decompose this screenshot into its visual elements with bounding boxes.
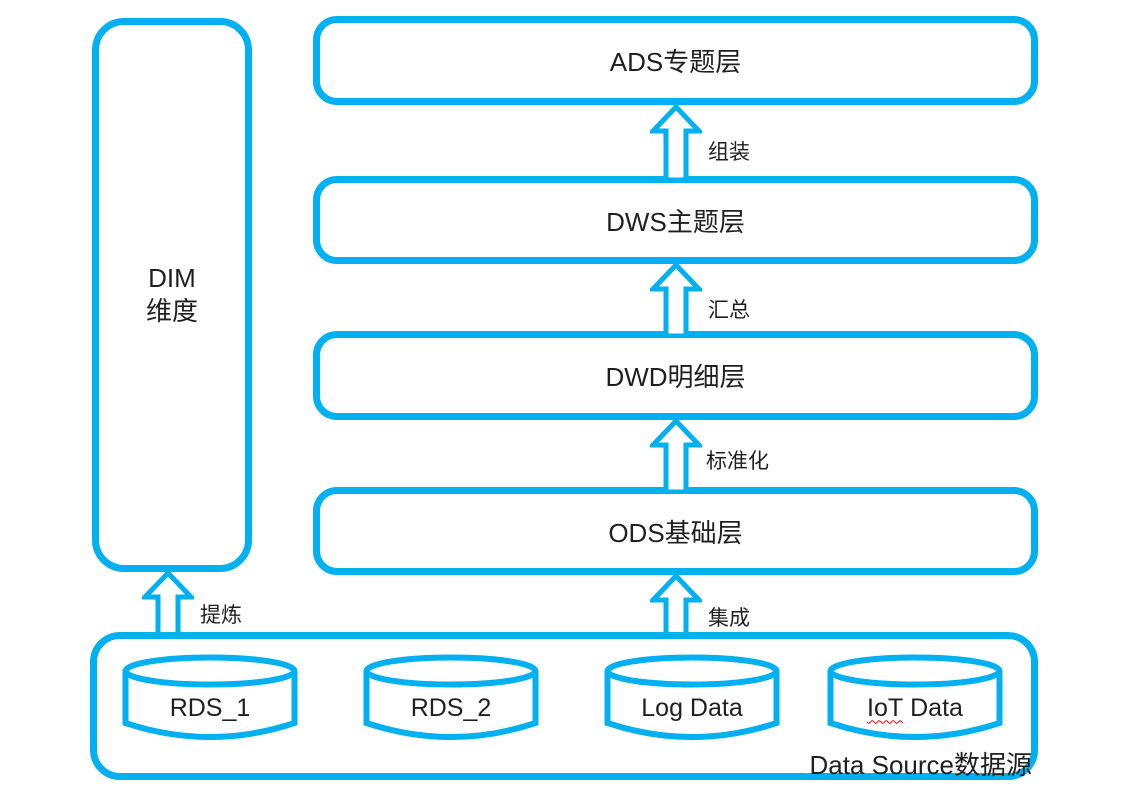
cylinder-rds-2-label: RDS_2 (410, 693, 492, 722)
up-arrow-standardize-icon (650, 418, 702, 492)
layer-box-dwd: DWD明细层 (313, 331, 1038, 420)
layer-box-ods-label: ODS基础层 (608, 517, 743, 548)
layer-box-ads: ADS专题层 (313, 16, 1038, 105)
dim-dimension-box: DIM 维度 (92, 18, 252, 572)
arrow-label-refine: 提炼 (200, 604, 242, 627)
arrow-label-assemble: 组装 (708, 141, 750, 164)
cylinder-rds-2: RDS_2 (363, 654, 539, 742)
up-arrow-integrate-icon (650, 573, 702, 636)
layer-box-dwd-label: DWD明细层 (605, 362, 746, 392)
arrow-label-standardize: 标准化 (706, 450, 769, 473)
layer-box-ads-label: ADS专题层 (609, 47, 742, 77)
layer-box-dws: DWS主题层 (313, 176, 1038, 264)
arrow-label-integrate: 集成 (708, 607, 750, 630)
cylinder-iot-data: IoT Data (827, 654, 1003, 742)
cylinder-iot-data-label-misspelled: IoT (867, 693, 904, 722)
dim-box-label-line2: 维度 (145, 296, 198, 326)
layer-box-dws-label: DWS主题层 (606, 206, 745, 237)
cylinder-log-data-label: Log Data (641, 693, 743, 722)
arrow-label-summarize: 汇总 (708, 299, 750, 322)
cylinder-rds-1-label: RDS_1 (169, 693, 251, 722)
up-arrow-summarize-icon (650, 262, 702, 336)
cylinder-iot-data-label-rest: Data (903, 693, 963, 722)
up-arrow-assemble-icon (650, 104, 702, 180)
dim-box-label-line1: DIM (148, 263, 196, 293)
cylinder-iot-data-label: IoT Data (827, 692, 1003, 724)
layer-box-ods: ODS基础层 (313, 487, 1038, 575)
cylinder-rds-1: RDS_1 (122, 654, 298, 742)
up-arrow-refine-icon (142, 570, 194, 636)
data-source-caption: Data Source数据源 (809, 750, 1032, 780)
cylinder-log-data: Log Data (604, 654, 780, 742)
